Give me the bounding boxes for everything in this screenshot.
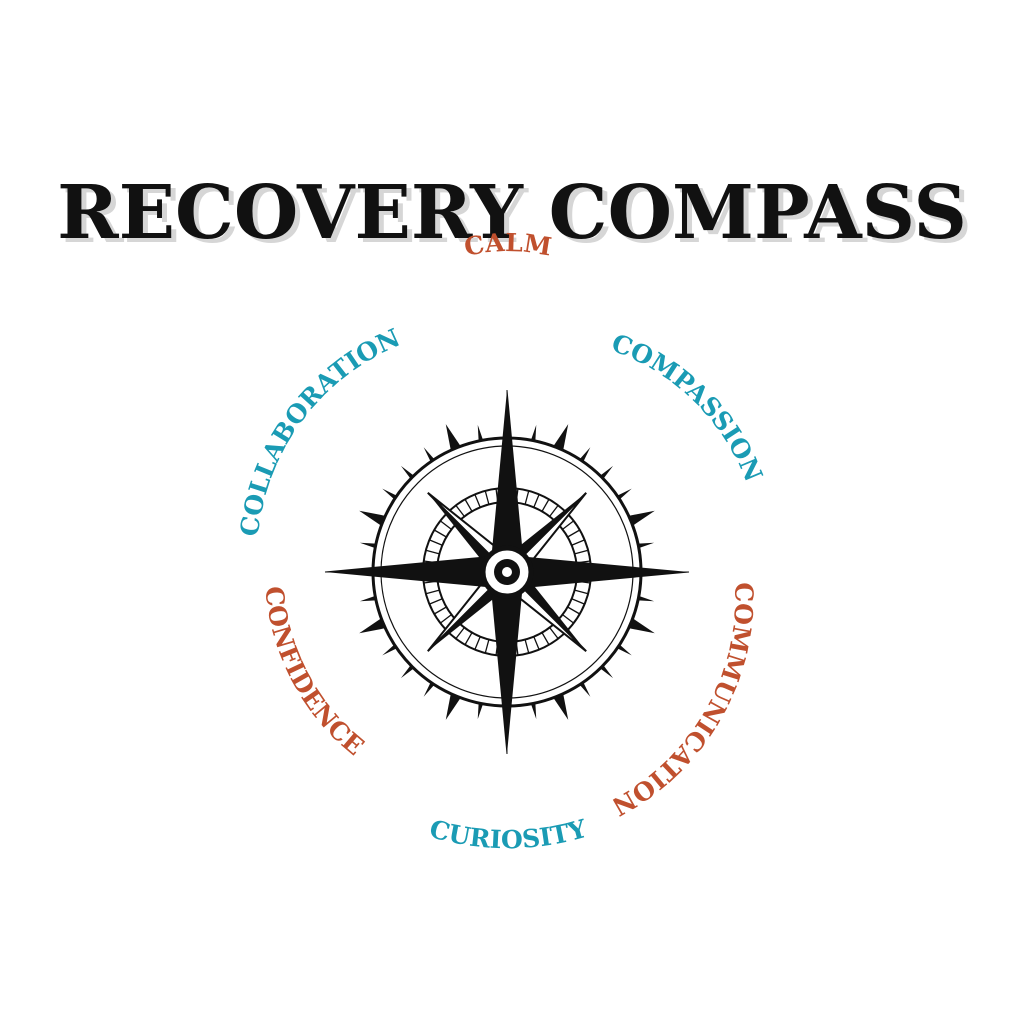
compass-spike (635, 595, 655, 602)
compass-spike (359, 542, 379, 549)
compass-tick (533, 494, 540, 508)
compass-spike (477, 424, 484, 444)
word-curiosity: CURIOSITY (426, 814, 590, 855)
compass-tick (574, 549, 589, 555)
compass-tick (541, 498, 550, 512)
compass-tick (524, 490, 530, 505)
compass-tick (464, 498, 473, 512)
compass-tick (567, 529, 581, 538)
compass-spike (552, 691, 569, 720)
compass-tick (425, 549, 440, 555)
word-compassion: COMPASSION (608, 328, 768, 485)
compass-spike (359, 510, 388, 527)
compass-tick (474, 494, 481, 508)
compass-tick (484, 490, 490, 505)
compass-spike (359, 617, 388, 634)
compass-tick (484, 639, 490, 654)
word-calm: CALM (462, 228, 554, 262)
word-collaboration: COLLABORATION (235, 323, 405, 538)
compass-spike (626, 617, 655, 634)
compass-spike (359, 595, 379, 602)
compass-tick (439, 614, 452, 624)
word-confidence: CONFIDENCE (259, 585, 369, 761)
compass-spike (530, 424, 537, 444)
compass-tick (433, 606, 447, 615)
page-title: RECOVERY COMPASS (57, 170, 967, 256)
compass-tick (433, 529, 447, 538)
compass-spike (552, 424, 569, 453)
compass-spike (530, 700, 537, 720)
compass-point-cardinal (491, 390, 507, 572)
compass-tick (429, 598, 443, 605)
compass-tick (562, 614, 575, 624)
compass-tick (425, 589, 440, 595)
compass-tick (541, 632, 550, 646)
compass-tick (562, 520, 575, 530)
compass-spike (445, 424, 462, 453)
compass-tick (549, 627, 559, 640)
compass-tick (455, 504, 465, 517)
compass-tick (474, 636, 481, 650)
compass-spike (626, 510, 655, 527)
compass-tick (439, 520, 452, 530)
compass-tick (571, 539, 585, 546)
compass-tick (571, 598, 585, 605)
compass-tick (455, 627, 465, 640)
compass-point-cardinal (507, 572, 523, 754)
compass-tick (533, 636, 540, 650)
compass-tick (549, 504, 559, 517)
compass-tick (429, 539, 443, 546)
compass-rose-icon (324, 389, 690, 755)
compass-point-cardinal (325, 572, 507, 588)
compass-spike (635, 542, 655, 549)
compass-spike (445, 691, 462, 720)
compass-tick (574, 589, 589, 595)
compass-tick (464, 632, 473, 646)
compass-point-cardinal (507, 556, 689, 572)
compass-hub-dot (502, 567, 512, 577)
compass-tick (524, 639, 530, 654)
compass-spike (477, 700, 484, 720)
compass-tick (567, 606, 581, 615)
